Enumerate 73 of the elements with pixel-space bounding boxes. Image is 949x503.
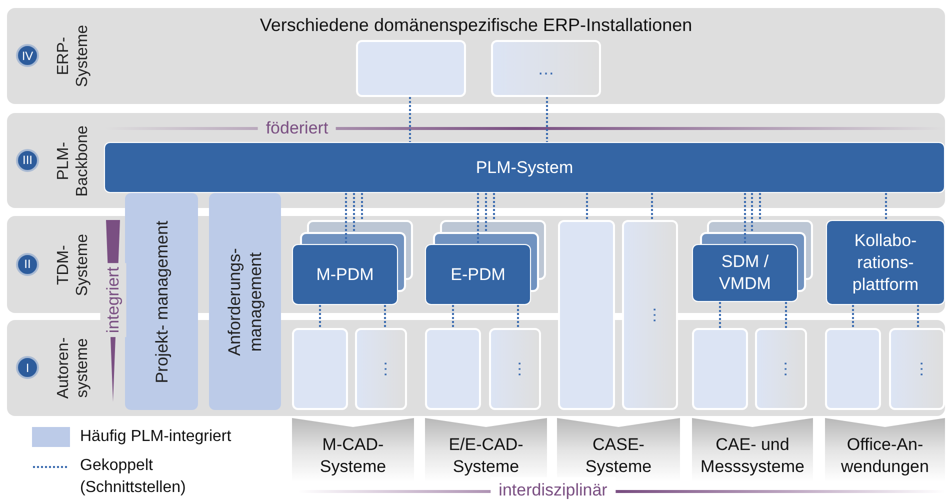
box-label: …: [370, 360, 392, 380]
box-label: M-CAD- Systeme: [318, 434, 388, 478]
box-label: E-PDM: [450, 264, 506, 286]
coupling-line: [785, 302, 787, 328]
coupling-line: [493, 193, 495, 220]
tool-box: [425, 328, 481, 410]
coupling-line: [345, 193, 347, 244]
tool-box: [622, 220, 678, 410]
tool-box: [692, 328, 748, 410]
layer-label: TDM- Systeme: [54, 232, 92, 298]
box-label: SDM / VMDM: [718, 251, 772, 295]
coupling-line: [353, 193, 355, 232]
tool-box: [355, 328, 407, 410]
stacked-system-box: [292, 220, 413, 305]
coupling-line: [651, 193, 653, 220]
coupling-line: [852, 305, 854, 328]
box-label: PLM-System: [474, 156, 574, 178]
box-label: M-PDM: [315, 264, 375, 286]
box-label: …: [504, 360, 526, 380]
box-label: …: [906, 360, 928, 380]
box-label: CAE- und Messsysteme: [700, 434, 806, 478]
box-label: CASE- Systeme: [584, 434, 653, 478]
coupling-line: [759, 193, 761, 220]
coupling-line: [885, 193, 887, 220]
tool-box: [825, 328, 881, 410]
coupling-line: [452, 305, 454, 328]
box-label: Kollabo- rations- plattform: [851, 230, 920, 296]
roman-numeral-badge: III: [16, 148, 39, 172]
coupling-line: [719, 302, 721, 328]
stacked-system-box: [692, 220, 813, 302]
layer-band: [7, 8, 945, 104]
coupling-line: [517, 305, 519, 328]
roman-numeral-badge: I: [16, 356, 39, 379]
system-box: [826, 220, 945, 305]
box-label: Anforderungs- management: [224, 246, 266, 358]
legend-label: Häufig PLM-integriert: [80, 427, 232, 447]
coupling-line: [586, 193, 588, 220]
box-label: Office-An- wendungen: [840, 434, 930, 478]
roman-numeral-badge: II: [16, 252, 39, 276]
coupling-line: [744, 193, 746, 244]
layer-label: ERP- Systeme: [54, 24, 92, 90]
tool-box: [889, 328, 945, 410]
layer-label: PLM- Backbone: [54, 124, 92, 198]
tool-box: [292, 328, 348, 410]
coupling-line: [361, 193, 363, 220]
tool-box: [356, 40, 466, 97]
stacked-system-box: [425, 220, 546, 305]
legend-label: Gekoppelt (Schnittstellen): [80, 456, 187, 498]
box-label: …: [770, 360, 792, 380]
coupling-line: [485, 193, 487, 232]
box-label: Projekt- management: [151, 219, 172, 385]
roman-numeral-badge: IV: [16, 44, 39, 67]
box-label: …: [639, 306, 660, 326]
coupling-line: [319, 305, 321, 328]
coupling-line: [477, 193, 479, 244]
box-label: E/E-CAD- Systeme: [448, 434, 524, 478]
coupling-line: [917, 305, 919, 328]
tool-box: [491, 40, 601, 97]
tool-box: [489, 328, 541, 410]
section-heading: Verschiedene domänenspezifische ERP-Installationen: [260, 14, 692, 37]
coupling-line: [751, 193, 753, 232]
coupling-line: [384, 305, 386, 328]
layer-label: Autoren- systeme: [54, 336, 92, 401]
layer-band: [7, 113, 945, 208]
tool-box: [755, 328, 807, 410]
integrated-system-box: [209, 193, 281, 410]
tool-box: [558, 220, 615, 410]
coupling-line: [546, 97, 548, 142]
system-box: [104, 142, 945, 193]
integrated-system-box: [125, 193, 198, 410]
coupling-line: [409, 97, 411, 142]
box-label: …: [536, 58, 556, 80]
integration-label: integriert: [100, 262, 126, 338]
